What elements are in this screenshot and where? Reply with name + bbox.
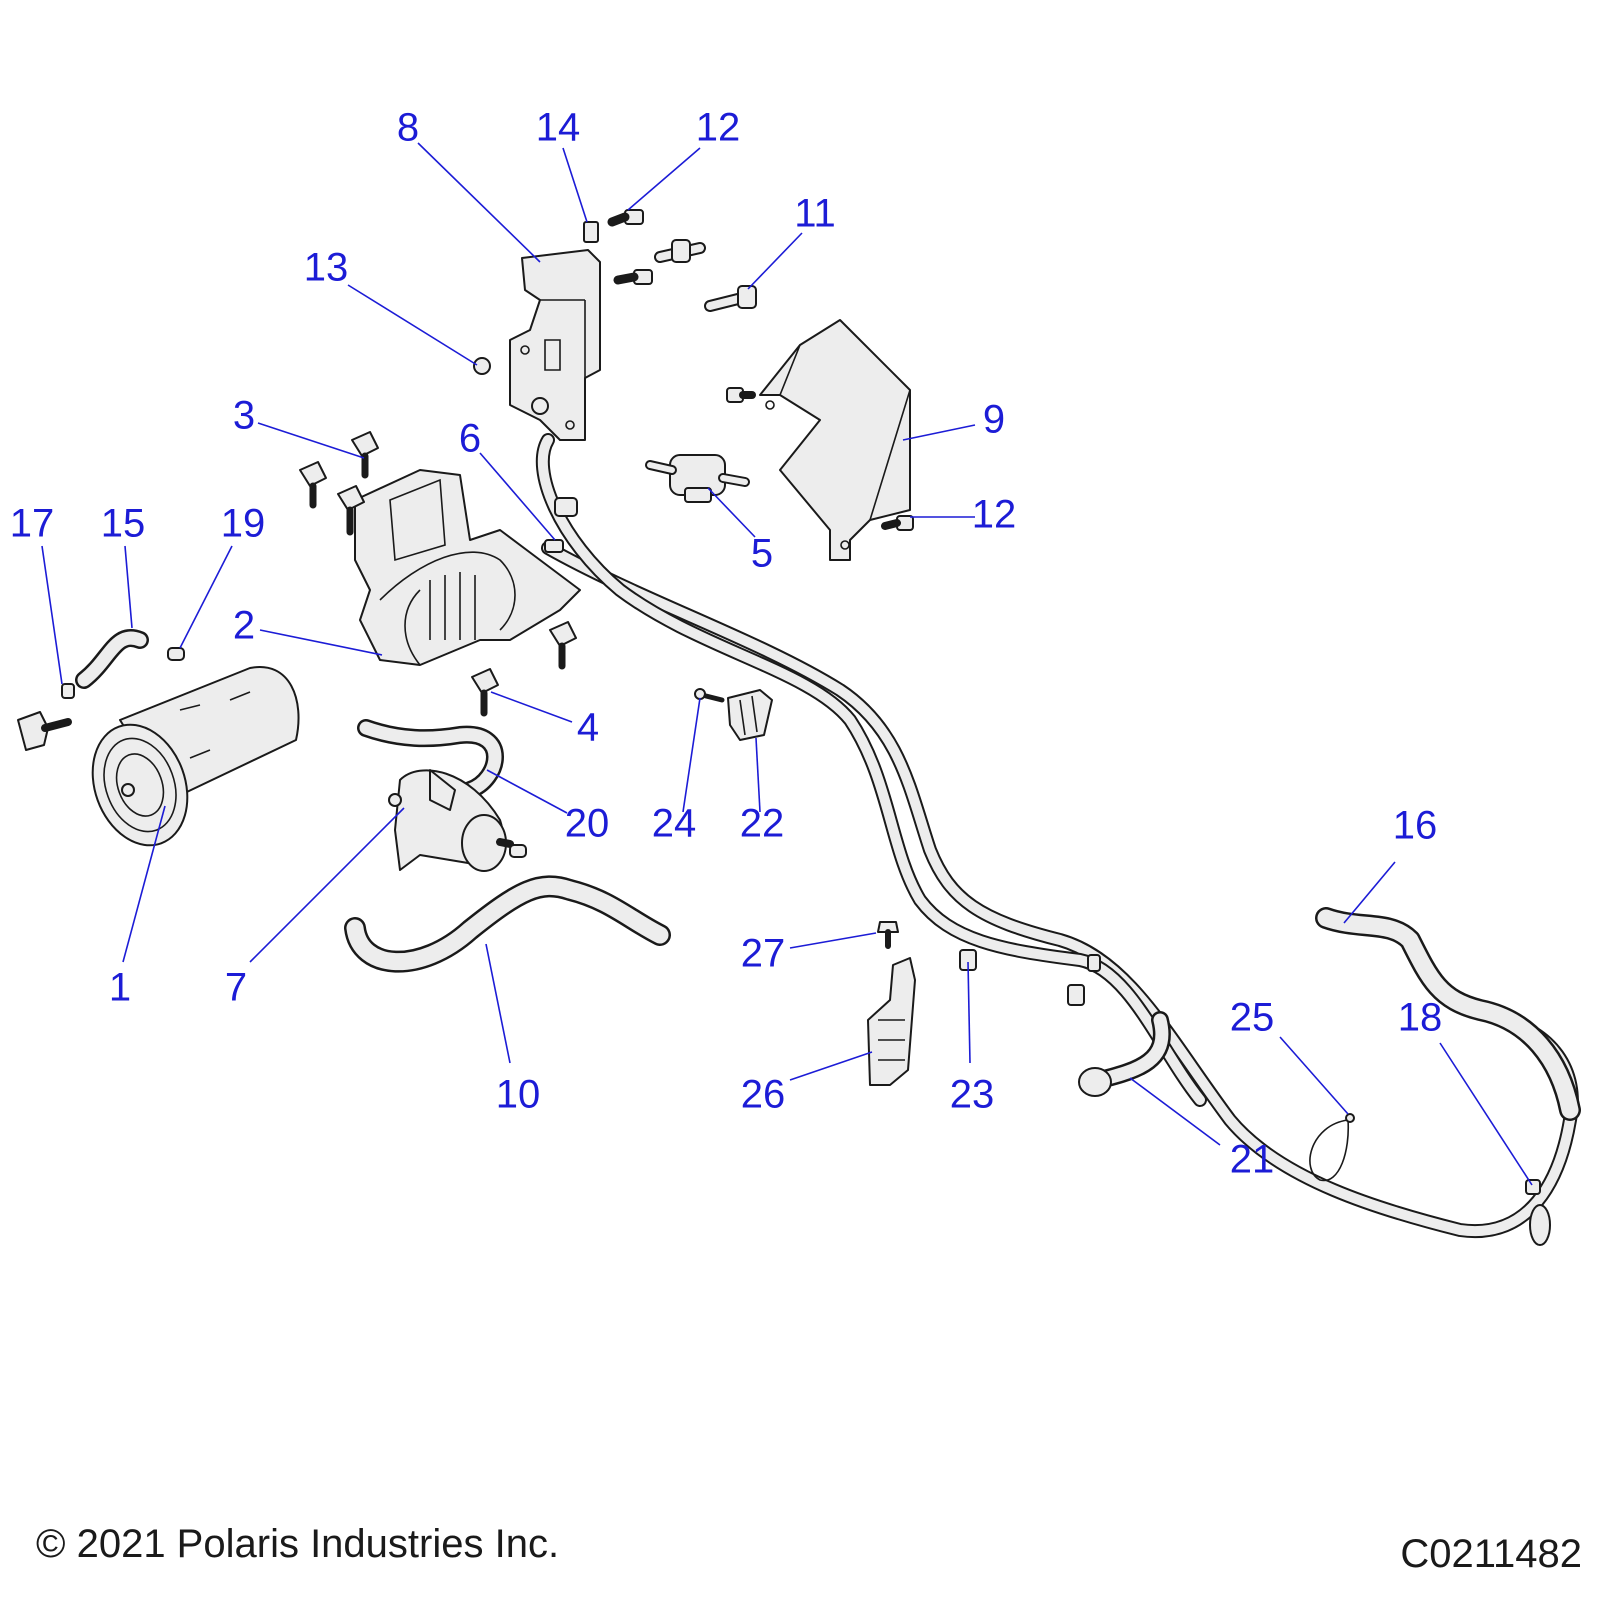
canister-1: [91, 665, 300, 847]
hose-16: [1315, 907, 1581, 1121]
bracket-8: [509, 249, 601, 441]
bracket-26: [867, 957, 916, 1086]
callout-2: 2: [233, 604, 255, 648]
callout-17: 17: [10, 502, 55, 546]
shield-9: [759, 319, 911, 561]
leader-25: [1279, 1036, 1349, 1115]
callout-13: 13: [304, 246, 349, 290]
leader-14: [562, 147, 588, 223]
callout-14: 14: [536, 106, 581, 150]
clip-mid-2: [1087, 954, 1101, 972]
callout-12-top: 12: [696, 106, 741, 150]
leader-4: [490, 691, 573, 723]
leader-17: [41, 545, 63, 685]
leader-15: [124, 545, 133, 629]
bolt-long-mid: [654, 239, 706, 263]
leader-8: [417, 142, 541, 263]
callout-labels: 8 14 12 11 13 3 6 9 12 5 17 15 19 2 4 20…: [10, 106, 1443, 1182]
callout-4: 4: [577, 706, 599, 750]
callout-9: 9: [983, 398, 1005, 442]
leader-18: [1439, 1042, 1533, 1186]
callout-8: 8: [397, 106, 419, 150]
leader-3: [257, 422, 365, 459]
leader-5: [707, 487, 756, 538]
nut-lower: [531, 397, 549, 415]
leader-9: [902, 424, 976, 441]
strap-25: [1309, 1113, 1355, 1182]
clip-14: [583, 221, 599, 243]
tbolt-3-b: [299, 461, 327, 509]
hose-15: [75, 629, 149, 689]
leader-27: [789, 932, 877, 949]
leader-6: [479, 452, 556, 541]
filter-7: [388, 769, 514, 872]
copyright-notice: © 2021 Polaris Industries Inc.: [36, 1522, 560, 1566]
bolt-12-lower: [881, 515, 914, 531]
tbolt-3-c: [337, 485, 365, 536]
leader-24: [682, 697, 701, 813]
callout-26: 26: [741, 1073, 786, 1117]
callout-6: 6: [459, 417, 481, 461]
bracket-2: [354, 469, 581, 666]
leader-19: [179, 545, 233, 649]
callout-27: 27: [741, 932, 786, 976]
clamp-7: [509, 844, 527, 858]
leader-22: [755, 737, 761, 813]
leader-2: [259, 629, 383, 656]
clip-22: [727, 689, 773, 741]
drawing-code: C0211482: [1400, 1532, 1582, 1576]
leader-21: [1129, 1077, 1221, 1146]
leader-20: [486, 769, 568, 814]
callout-23: 23: [950, 1073, 995, 1117]
callout-1: 1: [109, 966, 131, 1010]
tbolt-side: [549, 621, 577, 670]
callout-11: 11: [794, 192, 836, 236]
leader-13: [347, 284, 478, 366]
leader-7: [249, 807, 405, 963]
clamp-19: [167, 647, 185, 661]
fitting-17: [17, 683, 75, 751]
callout-10: 10: [496, 1073, 541, 1117]
callout-22: 22: [740, 802, 785, 846]
bolt-12-top: [607, 209, 653, 285]
callout-12-lower: 12: [972, 493, 1017, 537]
callout-24: 24: [652, 802, 697, 846]
callout-16: 16: [1393, 804, 1438, 848]
leader-10: [485, 943, 511, 1064]
valve-5: [645, 454, 750, 503]
tbolt-3-a: [351, 431, 379, 479]
bolt-11: [704, 285, 757, 312]
leader-12a: [627, 147, 701, 211]
callout-3: 3: [233, 394, 255, 438]
clamp-18: [1525, 1179, 1551, 1246]
leader-11: [747, 232, 803, 290]
leader-lines: [41, 142, 1533, 1186]
callout-25: 25: [1230, 996, 1275, 1040]
hose-10: [344, 875, 671, 973]
callout-7: 7: [225, 966, 247, 1010]
callout-21: 21: [1230, 1138, 1275, 1182]
screw-24: [694, 688, 725, 703]
clip-mid-1: [1067, 984, 1085, 1006]
callout-20: 20: [565, 802, 610, 846]
tbolt-4: [471, 668, 499, 717]
leader-26: [789, 1051, 873, 1081]
hose-20: [357, 719, 504, 799]
hose-21: [1078, 1011, 1171, 1097]
leader-16: [1343, 861, 1396, 924]
bolt-shield-top: [726, 387, 756, 403]
callout-15: 15: [101, 502, 146, 546]
leader-23: [967, 961, 971, 1064]
callout-5: 5: [751, 532, 773, 576]
nut-13: [473, 357, 491, 375]
leader-1: [122, 805, 166, 963]
screw-27: [877, 921, 899, 949]
callout-18: 18: [1398, 996, 1443, 1040]
callout-19: 19: [221, 502, 266, 546]
